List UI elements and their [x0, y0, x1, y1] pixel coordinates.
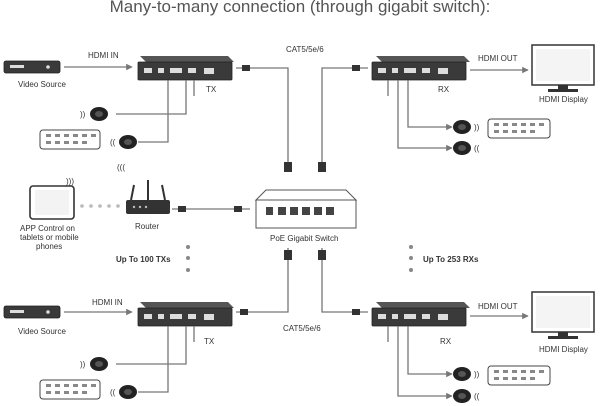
rj45-plug	[352, 309, 360, 315]
ir-eye-top-1	[90, 107, 108, 121]
video-source-top-device	[3, 60, 61, 74]
rj45-plug	[318, 250, 326, 260]
app-control-line3: phones	[36, 242, 62, 251]
tx-bottom-ir-line-2	[138, 326, 169, 393]
hdmi-out-top-label: HDMI OUT	[478, 54, 518, 63]
rj45-plug	[284, 162, 292, 172]
tx-bottom-label: TX	[204, 337, 215, 346]
app-control-line2: tablets or mobile	[20, 233, 79, 242]
ir-eye-bottom-1	[90, 357, 108, 371]
rx-top-device	[371, 56, 470, 81]
tx-bottom-device	[137, 302, 234, 327]
remote-control-bottom-right	[487, 365, 551, 386]
wifi-icon: )))	[66, 177, 74, 186]
cable-tx-top	[236, 67, 289, 166]
more-rx-dots	[409, 245, 413, 272]
wireless-link-dots	[80, 204, 120, 208]
cable-rx-bottom	[321, 248, 368, 313]
cat-bottom-label: CAT5/5e/6	[283, 324, 321, 333]
rj45-plug	[240, 309, 248, 315]
rx-bottom-label: RX	[440, 337, 452, 346]
rj45-plug	[234, 206, 242, 212]
ir-waves-icon: ((	[110, 388, 116, 397]
diagram-title: Many-to-many connection (through gigabit…	[110, 0, 491, 16]
ir-eye-rx-bottom-2	[453, 389, 471, 403]
up-to-tx-label: Up To 100 TXs	[116, 255, 171, 264]
cable-tx-bottom	[236, 248, 289, 313]
ir-eye-rx-top-1	[453, 120, 471, 134]
rx-bottom-ir-line-1	[407, 326, 453, 378]
tx-top-ir-line-1	[116, 80, 187, 115]
hdmi-out-bottom-label: HDMI OUT	[478, 302, 518, 311]
tx-top-device	[137, 56, 234, 81]
rx-bottom-ir-line-2	[397, 326, 453, 400]
ir-waves-icon: ))	[80, 110, 86, 119]
rj45-plug	[242, 65, 250, 71]
video-source-top-label: Video Source	[18, 80, 66, 89]
video-source-bottom-label: Video Source	[18, 327, 66, 336]
ir-waves-icon: ))	[80, 360, 86, 369]
ir-eye-rx-top-2	[453, 141, 471, 155]
ir-eye-bottom-2	[119, 385, 137, 399]
ir-waves-icon: ((	[474, 144, 480, 153]
rj45-plug	[318, 162, 326, 172]
switch-label: PoE Gigabit Switch	[270, 234, 338, 243]
more-tx-dots	[186, 245, 190, 272]
hdmi-display-top-device	[531, 44, 595, 92]
hdmi-display-bottom-device	[531, 291, 595, 339]
hdmi-display-top-label: HDMI Display	[539, 95, 588, 104]
rx-top-label: RX	[438, 85, 450, 94]
ir-waves-icon: ((	[474, 392, 480, 401]
cable-rx-top	[321, 67, 368, 166]
router-label: Router	[135, 222, 159, 231]
video-source-bottom-device	[3, 305, 61, 319]
rj45-plug	[178, 206, 186, 212]
router-device	[126, 180, 170, 214]
rx-bottom-device	[371, 302, 470, 327]
remote-control-top-left	[39, 129, 101, 150]
hdmi-display-bottom-label: HDMI Display	[539, 345, 588, 354]
ir-waves-icon: ))	[474, 370, 480, 379]
poe-switch-device	[254, 189, 358, 229]
cat-top-label: CAT5/5e/6	[286, 45, 324, 54]
rj45-plug	[352, 65, 360, 71]
tx-top-label: TX	[206, 85, 217, 94]
rj45-plug	[284, 250, 292, 260]
tablet-device	[29, 185, 75, 220]
remote-control-bottom-left	[39, 379, 101, 400]
remote-control-top-right	[487, 118, 551, 139]
ir-waves-icon: ))	[474, 123, 480, 132]
rx-top-ir-line-1	[407, 80, 453, 131]
up-to-rx-label: Up To 253 RXs	[423, 255, 479, 264]
rx-top-ir-line-2	[397, 80, 453, 152]
ir-waves-icon: ((	[110, 138, 116, 147]
hdmi-in-top-label: HDMI IN	[88, 51, 119, 60]
tx-top-ir-line-2	[138, 80, 169, 143]
wifi-icon: (((	[117, 163, 125, 172]
app-control-line1: APP Control on	[20, 224, 75, 233]
ir-eye-rx-bottom-1	[453, 367, 471, 381]
hdmi-in-bottom-label: HDMI IN	[92, 298, 123, 307]
tx-bottom-ir-line-1	[116, 326, 187, 365]
ir-eye-top-2	[119, 135, 137, 149]
